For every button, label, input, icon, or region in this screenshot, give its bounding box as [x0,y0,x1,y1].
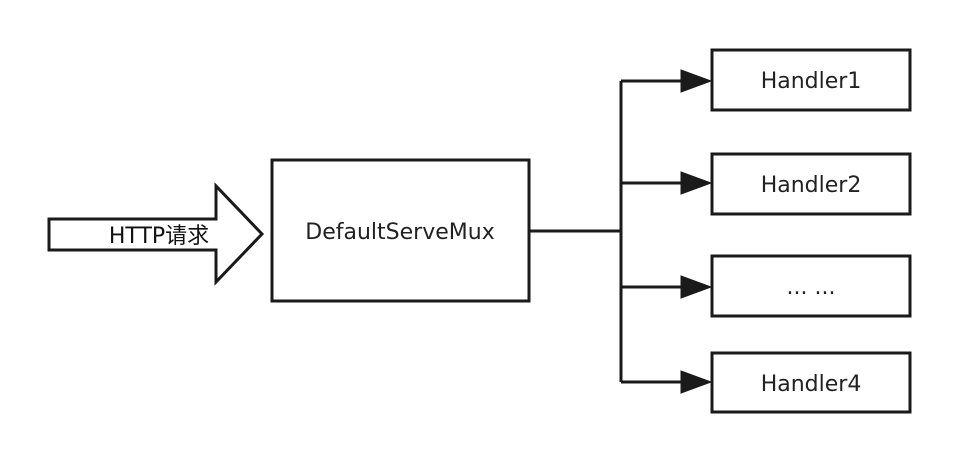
branch-arrowhead [680,171,713,195]
branch-arrowhead [680,69,713,93]
branch-arrowhead [680,275,713,299]
request-input-arrow [47,182,265,286]
branch-arrowhead [680,370,713,394]
mux-box [270,158,531,303]
handler-label: Handler1 [761,69,862,94]
handler-label: Handler4 [761,372,862,397]
handler-box [710,351,912,414]
handler-box [710,48,912,112]
request-input-label: HTTP请求 [109,224,209,249]
mux-label: DefaultServeMux [305,220,494,245]
handler-box [710,254,912,318]
handler-label: ... ... [787,275,836,300]
handler-box [710,152,912,216]
handler-label: Handler2 [761,173,862,198]
